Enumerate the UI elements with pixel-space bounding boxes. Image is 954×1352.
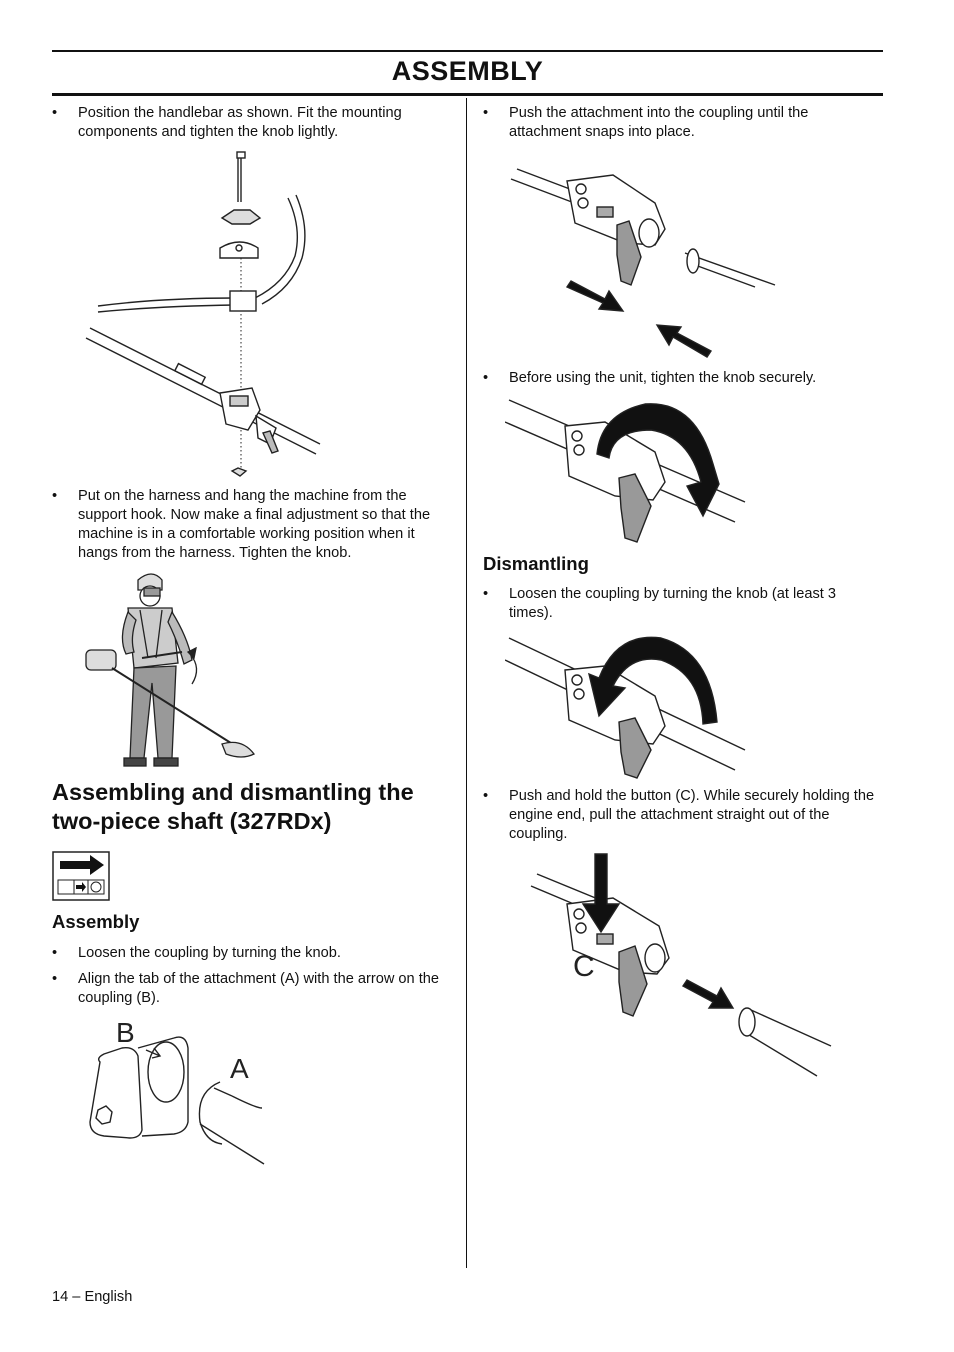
dismantling-bullet-1: Loosen the coupling by turning the knob … bbox=[483, 585, 883, 623]
label-b: B bbox=[116, 1017, 135, 1048]
label-a: A bbox=[230, 1053, 249, 1084]
left-bullet-2: Put on the harness and hang the machine … bbox=[52, 487, 452, 563]
dismantling-bullet-2: Push and hold the button (C). While secu… bbox=[483, 787, 883, 844]
loosen-knob-illustration bbox=[505, 636, 746, 779]
coupling-alignment-illustration: B A bbox=[89, 1017, 265, 1165]
assembly-bullet: Align the tab of the attachment (A) with… bbox=[52, 970, 452, 1008]
section-title: Assembling and dismantling the two-piece… bbox=[52, 779, 414, 834]
assembly-heading: Assembly bbox=[52, 911, 140, 932]
handlebar-assembly-illustration bbox=[85, 151, 321, 478]
tighten-knob-illustration bbox=[505, 399, 746, 543]
page-title: ASSEMBLY bbox=[391, 56, 544, 86]
header-top-rule bbox=[52, 50, 883, 52]
header-bottom-rule bbox=[52, 93, 883, 96]
shaft-coupling-icon bbox=[52, 851, 110, 901]
right-bullet-2: Before using the unit, tighten the knob … bbox=[483, 369, 883, 388]
left-bullet-1: Position the handlebar as shown. Fit the… bbox=[52, 104, 452, 142]
dismantling-heading: Dismantling bbox=[483, 553, 589, 574]
assembly-bullet: Loosen the coupling by turning the knob. bbox=[52, 944, 452, 963]
release-button-illustration: C bbox=[530, 853, 832, 1077]
label-c: C bbox=[573, 950, 595, 983]
page-footer: 14 – English bbox=[52, 1289, 133, 1305]
assembly-bullet-list: Loosen the coupling by turning the knob.… bbox=[52, 944, 452, 1008]
push-attachment-illustration bbox=[510, 168, 776, 358]
column-divider bbox=[466, 98, 467, 1268]
operator-with-harness-illustration bbox=[85, 573, 255, 767]
right-bullet-1: Push the attachment into the coupling un… bbox=[483, 104, 883, 142]
